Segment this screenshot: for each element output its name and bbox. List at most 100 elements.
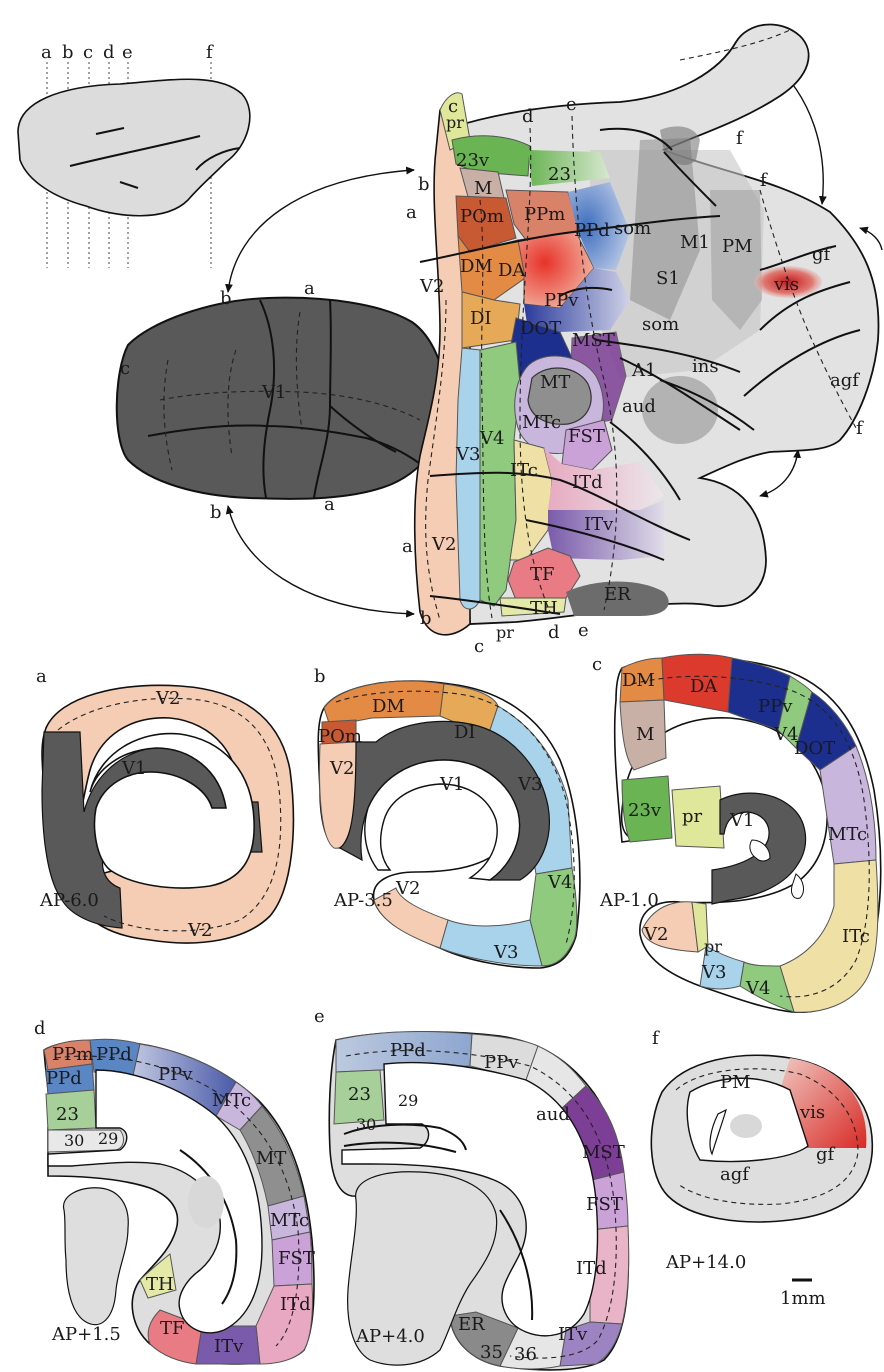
label-ER: ER — [604, 584, 631, 605]
section-f-label-vis: vis — [799, 1102, 825, 1123]
scale-bar-label: 1mm — [780, 1288, 826, 1309]
label-V2-lower: V2 — [431, 534, 456, 555]
flatmap-V3 — [456, 348, 480, 609]
label-PPv: PPv — [544, 290, 579, 311]
label-TF: TF — [530, 564, 555, 585]
section-d-ap: AP+1.5 — [51, 1324, 121, 1345]
cut-a-lower: a — [402, 536, 413, 557]
section-d-label-TF: TF — [160, 1318, 185, 1339]
label-M: M — [474, 178, 492, 199]
section-d-label-PPd-b: PPd — [96, 1044, 132, 1065]
v1-label: V1 — [261, 382, 286, 403]
section-d-label-MT: MT — [256, 1148, 286, 1169]
label-DOT: DOT — [520, 318, 561, 339]
cut-e-top: e — [566, 94, 577, 115]
section-b-label-V3-top: V3 — [517, 774, 542, 795]
section-c-label-V1: V1 — [729, 810, 754, 831]
label-ITd: ITd — [572, 472, 603, 493]
section-d-label-23: 23 — [56, 1104, 79, 1125]
label-ins: ins — [692, 356, 719, 377]
section-d: d PPm PPd PPd PPv MTc 23 30 29 MT MTc — [34, 1018, 315, 1364]
section-letter-a: a — [41, 42, 52, 63]
section-d-label-FST: FST — [278, 1248, 315, 1269]
section-e-label-ER: ER — [458, 1314, 485, 1335]
cut-a-upper: a — [406, 202, 417, 223]
label-POm: POm — [460, 206, 504, 227]
section-e-label-ITd: ITd — [576, 1258, 607, 1279]
section-e-ap: AP+4.0 — [355, 1326, 425, 1347]
section-c-label-ITc: ITc — [842, 926, 870, 947]
section-c-label-pr-small: pr — [704, 937, 722, 956]
section-e-label-MST: MST — [582, 1142, 625, 1163]
section-c-label-M: M — [636, 724, 654, 745]
section-b-label-V4: V4 — [547, 872, 572, 893]
section-d-label-PPd-a: PPd — [46, 1068, 82, 1089]
v1-flatmap: V1 b a c b a — [117, 278, 446, 523]
section-c-label-PPv: PPv — [758, 696, 793, 717]
lateral-brain-outline — [18, 79, 250, 216]
section-a-letter: a — [36, 666, 47, 687]
section-d-label-30: 30 — [64, 1131, 84, 1150]
label-gf: gf — [812, 244, 832, 265]
label-V4: V4 — [479, 428, 504, 449]
label-agf: agf — [830, 370, 860, 391]
section-letter-c: c — [83, 42, 93, 63]
section-d-label-29: 29 — [98, 1129, 118, 1148]
label-V2-upper: V2 — [419, 276, 444, 297]
label-FST: FST — [568, 426, 605, 447]
arrow-upper-cut — [228, 170, 414, 292]
scale-bar: 1mm — [780, 1280, 826, 1309]
section-e-label-PPd: PPd — [390, 1040, 426, 1061]
label-23: 23 — [548, 164, 571, 185]
label-som-low: som — [642, 314, 679, 335]
section-e-label-30: 30 — [356, 1115, 376, 1134]
arrow-right-mid — [760, 450, 798, 496]
section-letter-d: d — [103, 42, 115, 63]
label-S1: S1 — [656, 268, 680, 289]
section-e-label-PPv: PPv — [484, 1052, 519, 1073]
label-vis: vis — [773, 274, 799, 295]
label-MT: MT — [540, 372, 570, 393]
cut-c-bottom: c — [474, 636, 484, 657]
v1-corner-a-bottom: a — [324, 494, 335, 515]
section-letter-b: b — [62, 42, 74, 63]
section-a-label-V2-top: V2 — [155, 688, 180, 709]
label-A1: A1 — [631, 360, 656, 381]
label-V3: V3 — [455, 444, 480, 465]
label-DM: DM — [460, 256, 493, 277]
section-letter-f: f — [206, 42, 214, 63]
arrow-right-edge — [860, 228, 882, 250]
section-c-label-V2: V2 — [643, 924, 668, 945]
section-d-label-ITd: ITd — [280, 1294, 311, 1315]
section-d-label-TH: TH — [146, 1274, 174, 1295]
label-PPd: PPd — [574, 220, 610, 241]
section-a-label-V1: V1 — [121, 758, 146, 779]
cut-c-top: c — [448, 96, 458, 117]
section-f-label-gf: gf — [816, 1144, 836, 1165]
section-e-label-36: 36 — [514, 1344, 537, 1365]
v1-corner-b-bottom: b — [210, 502, 222, 523]
section-c-label-V4-bottom: V4 — [745, 978, 770, 999]
section-c-label-23v: 23v — [628, 800, 662, 821]
section-b-letter: b — [314, 666, 326, 687]
cut-d-bottom: d — [548, 622, 560, 643]
section-a: a V2 V1 V2 AP-6.0 — [36, 666, 293, 946]
section-b-label-DI: DI — [454, 722, 476, 743]
section-d-subcortical — [63, 1188, 128, 1325]
label-som-top: som — [614, 218, 651, 239]
section-d-label-MTc-b: MTc — [270, 1210, 309, 1231]
section-f-gray-blob — [730, 1114, 762, 1138]
section-f-label-PM: PM — [720, 1072, 751, 1093]
section-b-ap: AP-3.5 — [333, 890, 393, 911]
section-letter-e: e — [122, 42, 133, 63]
section-c: c DM DA PPv V4 DOT M 23v pr V1 MTc V2 pr… — [592, 654, 881, 1012]
v1-corner-c: c — [120, 358, 130, 379]
label-pr-bottom: pr — [496, 623, 514, 642]
section-b-label-V1: V1 — [439, 774, 464, 795]
section-b-label-POm: POm — [318, 726, 362, 747]
section-c-label-pr: pr — [682, 806, 703, 827]
cut-d-top: d — [522, 106, 534, 127]
cut-f-top: f — [736, 128, 744, 149]
